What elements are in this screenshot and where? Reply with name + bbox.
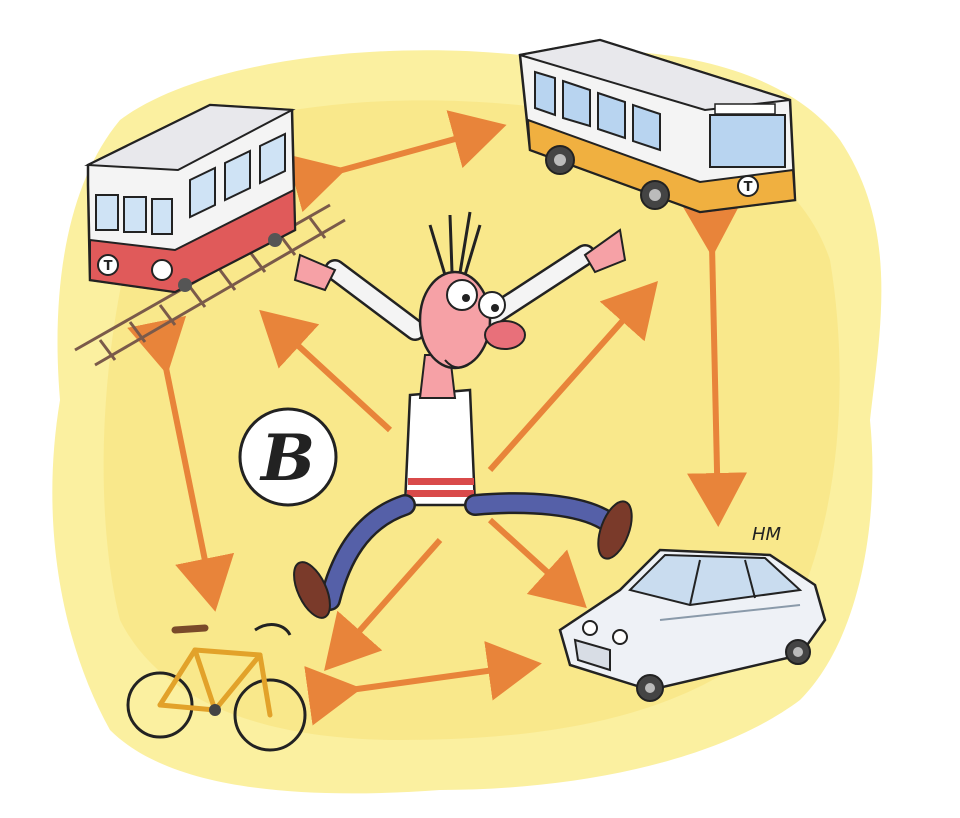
train-t-logo: T — [97, 254, 173, 281]
connection-arrows — [127, 110, 748, 726]
arrow-man-car — [487, 517, 587, 609]
arrow-train-bicycle — [127, 315, 235, 612]
svg-text:T: T — [744, 180, 753, 195]
person-icon — [293, 211, 633, 619]
b-badge: B — [238, 407, 338, 507]
arrow-bus-car — [681, 202, 748, 527]
arrow-man-train — [259, 309, 393, 433]
arrow-bicycle-car — [304, 641, 542, 726]
artist-signature: HM — [752, 524, 782, 545]
train-icon: T — [74, 103, 346, 367]
svg-text:HM: HM — [752, 524, 782, 545]
svg-text:T: T — [104, 259, 113, 274]
arrow-man-bicycle — [324, 538, 443, 671]
bus-icon: T — [518, 38, 797, 214]
arrow-man-bus — [487, 281, 658, 472]
b-badge-letter: B — [259, 421, 315, 496]
arrow-train-bus — [286, 110, 507, 213]
car-icon — [558, 548, 827, 702]
bus-t-logo: T — [737, 175, 759, 197]
bicycle-icon — [126, 623, 307, 752]
